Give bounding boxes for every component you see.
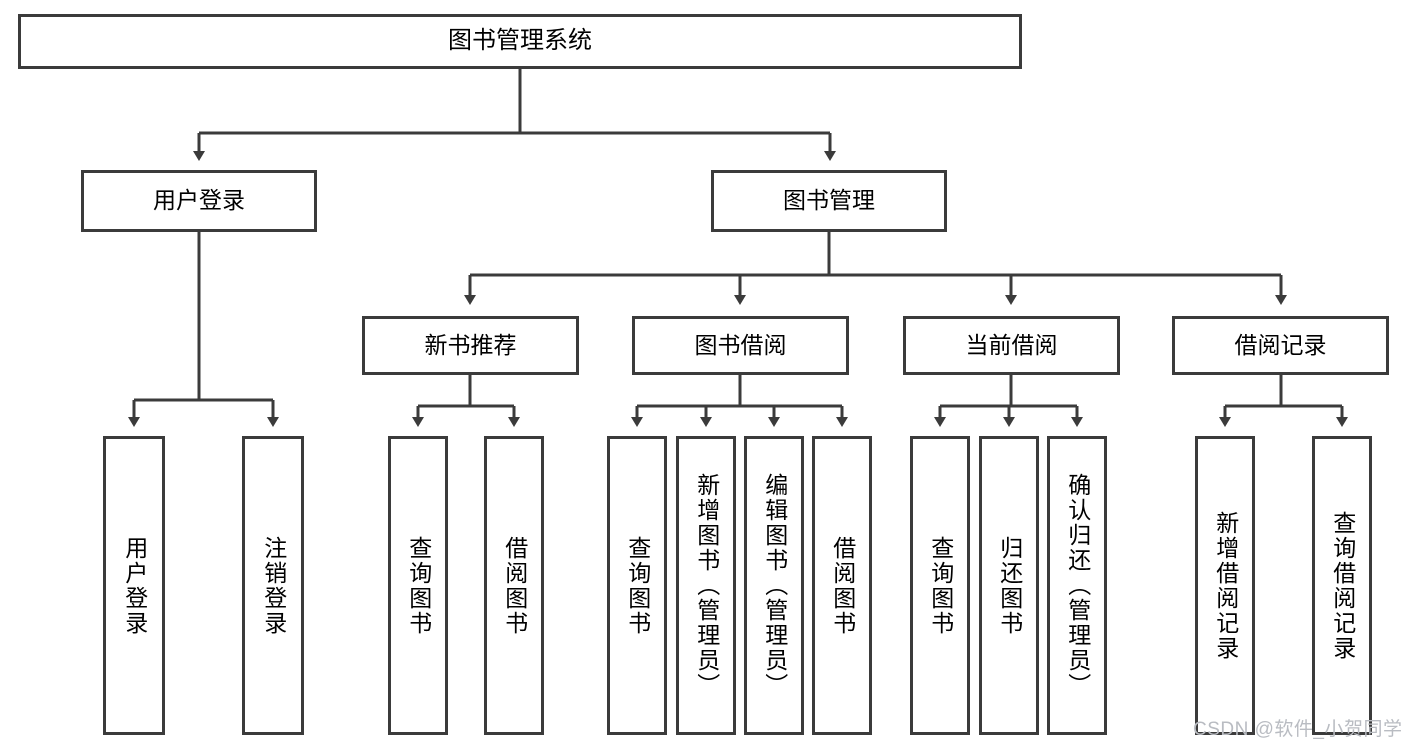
- node-leaf-4[interactable]: 查询图书: [607, 436, 667, 735]
- node-leaf-10[interactable]: 确认归还（管理员）: [1047, 436, 1107, 735]
- node-label: 当前借阅: [965, 331, 1058, 358]
- node-label: 借阅图书: [501, 535, 528, 636]
- node-level2-book-borrow[interactable]: 图书借阅: [632, 316, 849, 375]
- node-leaf-3[interactable]: 借阅图书: [484, 436, 544, 735]
- node-label: 新书推荐: [424, 331, 517, 358]
- node-label: 查询借阅记录: [1329, 510, 1356, 661]
- node-label: 编辑图书（管理员）: [761, 473, 788, 698]
- node-label: 确认归还（管理员）: [1064, 473, 1091, 698]
- node-level2-borrow-record[interactable]: 借阅记录: [1172, 316, 1389, 375]
- node-label: 借阅记录: [1234, 331, 1327, 358]
- node-leaf-8[interactable]: 查询图书: [910, 436, 970, 735]
- node-label: 借阅图书: [829, 535, 856, 636]
- csdn-watermark: CSDN @软件_小贺同学: [1193, 719, 1403, 740]
- node-leaf-2[interactable]: 查询图书: [388, 436, 448, 735]
- node-label: 查询图书: [624, 535, 651, 636]
- node-label: 图书管理: [783, 187, 875, 214]
- node-label: 归还图书: [996, 535, 1023, 636]
- node-label: 查询图书: [927, 535, 954, 636]
- node-label: 查询图书: [405, 535, 432, 636]
- node-leaf-7[interactable]: 借阅图书: [812, 436, 872, 735]
- node-leaf-9[interactable]: 归还图书: [979, 436, 1039, 735]
- node-level2-new-book-recommend[interactable]: 新书推荐: [362, 316, 579, 375]
- node-level1-user-login[interactable]: 用户登录: [81, 170, 317, 232]
- node-label: 用户登录: [153, 187, 245, 214]
- node-label: 注销登录: [260, 535, 287, 636]
- node-leaf-12[interactable]: 查询借阅记录: [1312, 436, 1372, 735]
- node-label: 新增借阅记录: [1212, 510, 1239, 661]
- node-leaf-0[interactable]: 用户登录: [103, 436, 165, 735]
- node-label: 图书借阅: [694, 331, 787, 358]
- node-leaf-1[interactable]: 注销登录: [242, 436, 304, 735]
- node-level2-current-borrow[interactable]: 当前借阅: [903, 316, 1120, 375]
- node-label: 图书管理系统: [448, 27, 592, 55]
- node-leaf-11[interactable]: 新增借阅记录: [1195, 436, 1255, 735]
- node-label: 新增图书（管理员）: [693, 473, 720, 698]
- node-leaf-6[interactable]: 编辑图书（管理员）: [744, 436, 804, 735]
- node-level1-book-management[interactable]: 图书管理: [711, 170, 947, 232]
- node-label: 用户登录: [121, 535, 148, 636]
- node-leaf-5[interactable]: 新增图书（管理员）: [676, 436, 736, 735]
- node-root[interactable]: 图书管理系统: [18, 14, 1022, 69]
